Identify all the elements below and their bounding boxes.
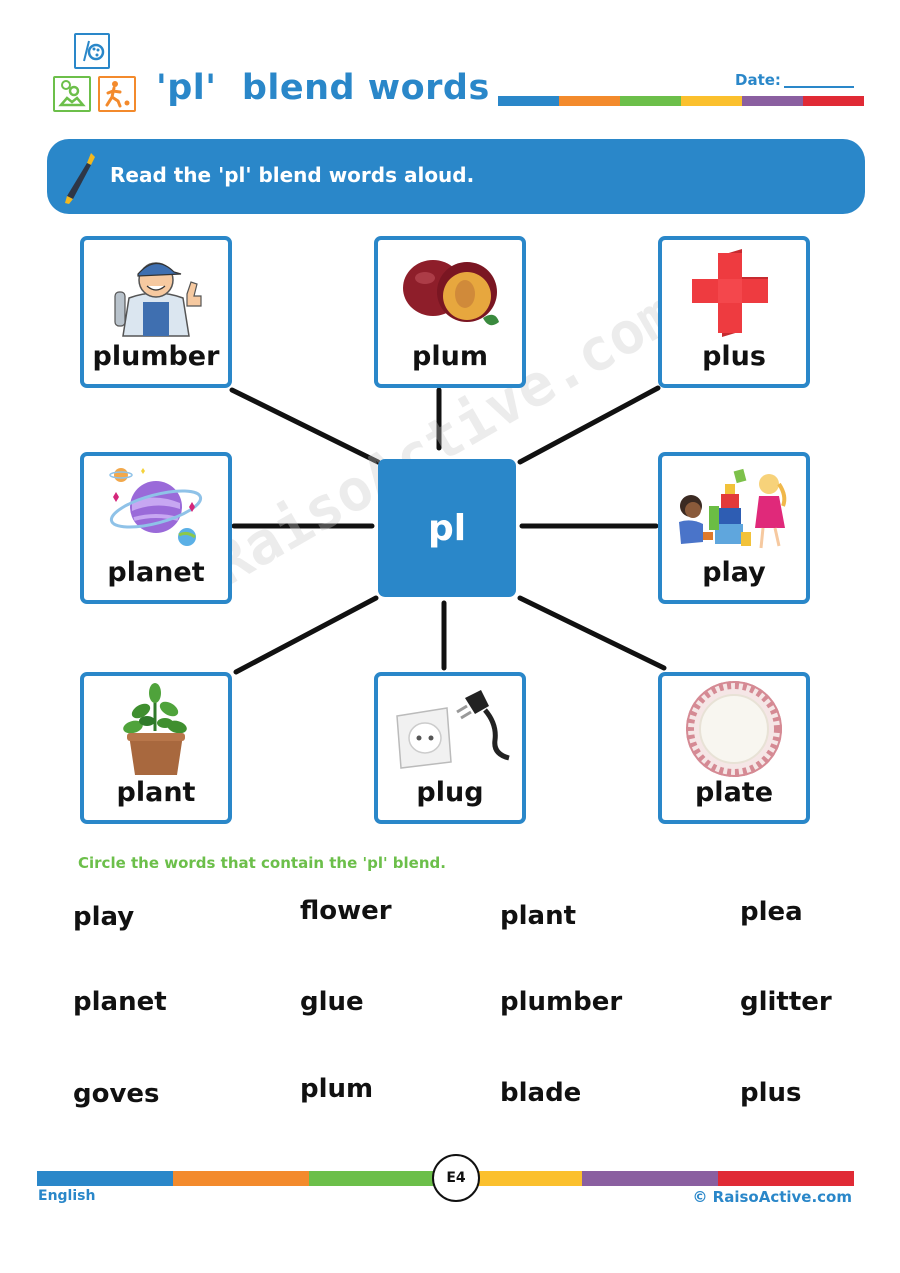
running-logo-box xyxy=(98,76,136,112)
exercise-word[interactable]: plus xyxy=(740,1078,802,1108)
footer-subject: English xyxy=(38,1188,96,1204)
card-word: planet xyxy=(107,557,205,588)
plumber-icon xyxy=(114,262,202,337)
card-plumber: plumber xyxy=(80,236,232,388)
page-code-badge: E4 xyxy=(432,1154,480,1202)
card-plant: plant xyxy=(80,672,232,824)
exercise-word[interactable]: blade xyxy=(500,1078,582,1108)
card-play: play xyxy=(658,452,810,604)
card-word: plug xyxy=(416,777,484,808)
plug-socket-icon xyxy=(396,690,510,769)
children-playing-icon xyxy=(679,468,787,549)
palette-icon xyxy=(83,40,105,62)
exercise-word[interactable]: plumber xyxy=(500,987,623,1017)
card-word: plus xyxy=(702,341,766,372)
card-plum: plum xyxy=(374,236,526,388)
date-label: Date: xyxy=(735,71,781,89)
card-word: plant xyxy=(116,777,196,808)
header-rainbow-bar xyxy=(498,96,864,106)
palette-logo-box xyxy=(74,33,110,69)
running-child-icon xyxy=(105,81,130,108)
card-plus: plus xyxy=(658,236,810,388)
center-blend-box: pl xyxy=(378,459,516,597)
exercise-word[interactable]: plea xyxy=(740,897,803,927)
center-blend-text: pl xyxy=(427,507,467,549)
planet-icon xyxy=(109,468,203,546)
card-plug: plug xyxy=(374,672,526,824)
exercise-word[interactable]: goves xyxy=(73,1079,160,1109)
page-title: 'pl' blend words xyxy=(156,68,490,108)
exercise-word[interactable]: glitter xyxy=(740,987,832,1017)
plus-sign-icon xyxy=(692,249,768,337)
exercise-word[interactable]: play xyxy=(73,902,135,932)
reading-logo-box xyxy=(53,76,91,112)
exercise-word[interactable]: flower xyxy=(300,896,392,926)
date-input-line[interactable] xyxy=(784,86,854,88)
exercise-word[interactable]: plum xyxy=(300,1074,374,1104)
card-word: plumber xyxy=(92,341,220,372)
card-planet: planet xyxy=(80,452,232,604)
exercise-word[interactable]: plant xyxy=(500,901,577,931)
banner-text: Read the 'pl' blend words aloud. xyxy=(110,163,475,187)
circle-instruction: Circle the words that contain the 'pl' b… xyxy=(78,854,446,872)
potted-plant-icon xyxy=(123,683,187,775)
footer-copyright: © RaisoActive.com xyxy=(692,1188,852,1206)
exercise-word[interactable]: planet xyxy=(73,987,167,1017)
plate-icon xyxy=(686,681,782,777)
exercise-word[interactable]: glue xyxy=(300,987,364,1017)
plum-icon xyxy=(403,260,499,326)
instruction-banner xyxy=(47,139,865,214)
marker-pen-icon xyxy=(65,153,95,204)
card-plate: plate xyxy=(658,672,810,824)
card-word: plate xyxy=(694,777,774,808)
card-word: play xyxy=(702,557,766,588)
reading-child-icon xyxy=(58,80,86,107)
card-word: plum xyxy=(412,341,488,372)
